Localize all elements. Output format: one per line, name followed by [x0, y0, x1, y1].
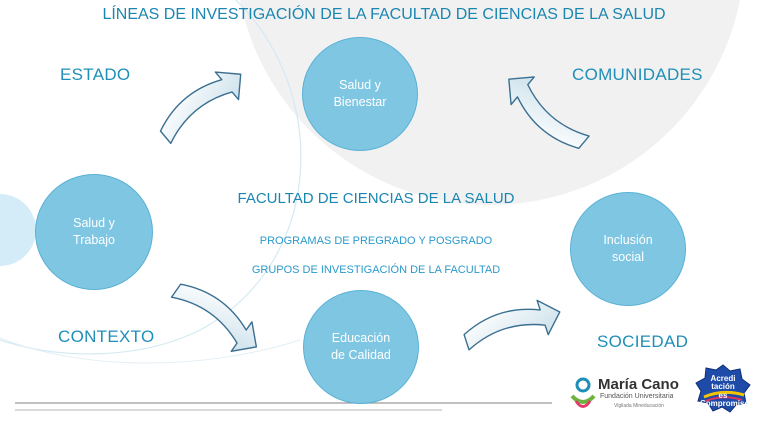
background-arc	[0, 337, 301, 364]
acreditacion-logo: Acredi tación es Compromiso	[694, 363, 752, 413]
maria-cano-emblem-icon	[570, 377, 596, 408]
page-title: LÍNEAS DE INVESTIGACIÓN DE LA FACULTAD D…	[102, 6, 666, 23]
circle-educacion-calidad: Educación de Calidad	[303, 290, 419, 404]
acreditacion-badge-icon	[695, 364, 751, 413]
arrow-top-right	[508, 76, 590, 150]
circle-label: Educación de Calidad	[331, 331, 391, 362]
circle-label: Salud y Trabajo	[73, 216, 115, 247]
label-contexto: CONTEXTO	[58, 327, 155, 346]
maria-cano-logo: María Cano Fundación Universitaria Vigil…	[568, 372, 688, 418]
maria-cano-name: María Cano	[598, 376, 679, 393]
arrow-bottom-left	[170, 283, 258, 353]
arrow-bottom-right	[463, 299, 561, 351]
groups-text: GRUPOS DE INVESTIGACIÓN DE LA FACULTAD	[251, 264, 501, 276]
label-sociedad: SOCIEDAD	[597, 332, 689, 351]
label-comunidades: COMUNIDADES	[572, 65, 703, 84]
maria-cano-vigilada: Vigilada Mineducación	[614, 403, 664, 409]
maria-cano-subtitle: Fundación Universitaria	[600, 393, 674, 400]
background-arc	[0, 0, 302, 355]
left-edge-circle	[0, 194, 36, 266]
label-estado: ESTADO	[60, 65, 131, 84]
arrow-top-left	[159, 71, 242, 145]
circle-label: Inclusión social	[603, 233, 653, 264]
circle-salud-bienestar: Salud y Bienestar	[302, 37, 418, 151]
center-title: FACULTAD DE CIENCIAS DE LA SALUD	[237, 190, 515, 207]
programs-text: PROGRAMAS DE PREGRADO Y POSGRADO	[259, 235, 493, 247]
circle-salud-trabajo: Salud y Trabajo	[35, 174, 153, 290]
circle-inclusion-social: Inclusión social	[570, 192, 686, 306]
acreditacion-text: Acredi tación es Compromiso	[700, 374, 750, 409]
circle-label: Salud y Bienestar	[333, 78, 387, 109]
